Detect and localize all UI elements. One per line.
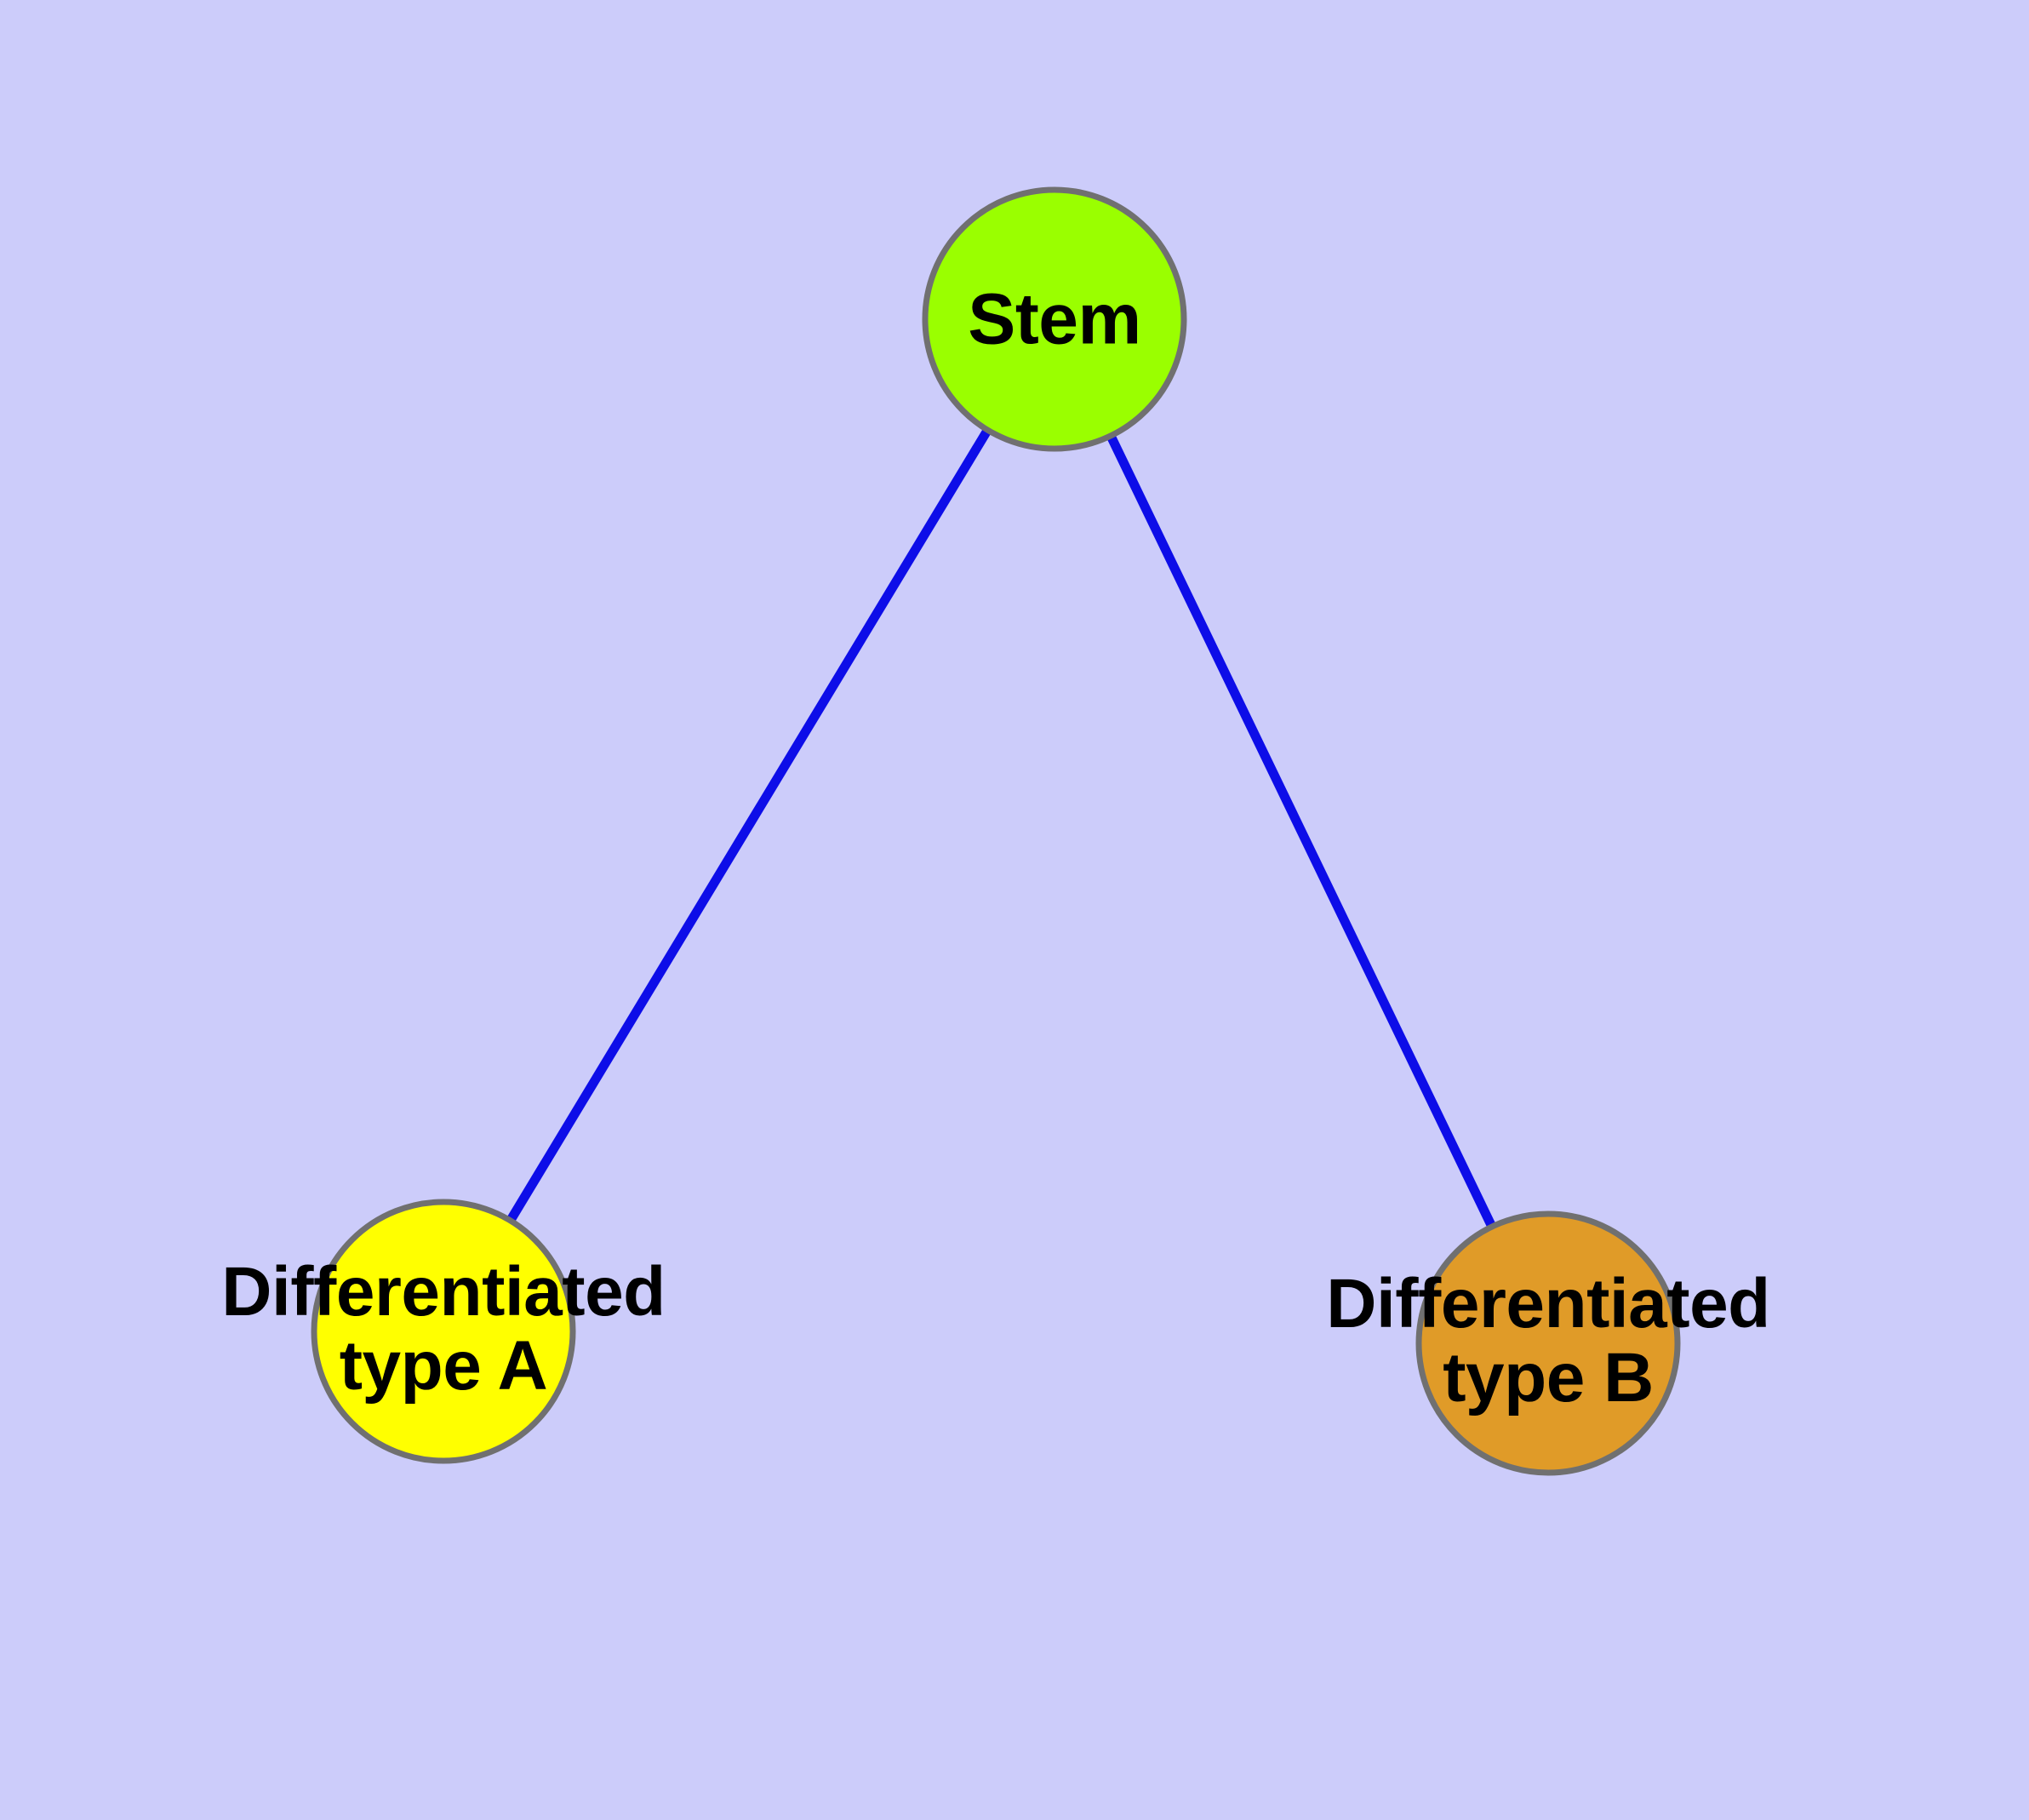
node-stem-circle[interactable]	[922, 186, 1187, 452]
edge-stem-to-type-b[interactable]	[1050, 317, 1552, 1346]
edge-stem-to-type-a[interactable]	[439, 317, 1059, 1334]
node-type-b-circle[interactable]	[1415, 1210, 1681, 1476]
node-type-a-circle[interactable]	[311, 1199, 576, 1464]
node-layer	[311, 186, 1681, 1476]
edge-layer	[439, 317, 1552, 1346]
